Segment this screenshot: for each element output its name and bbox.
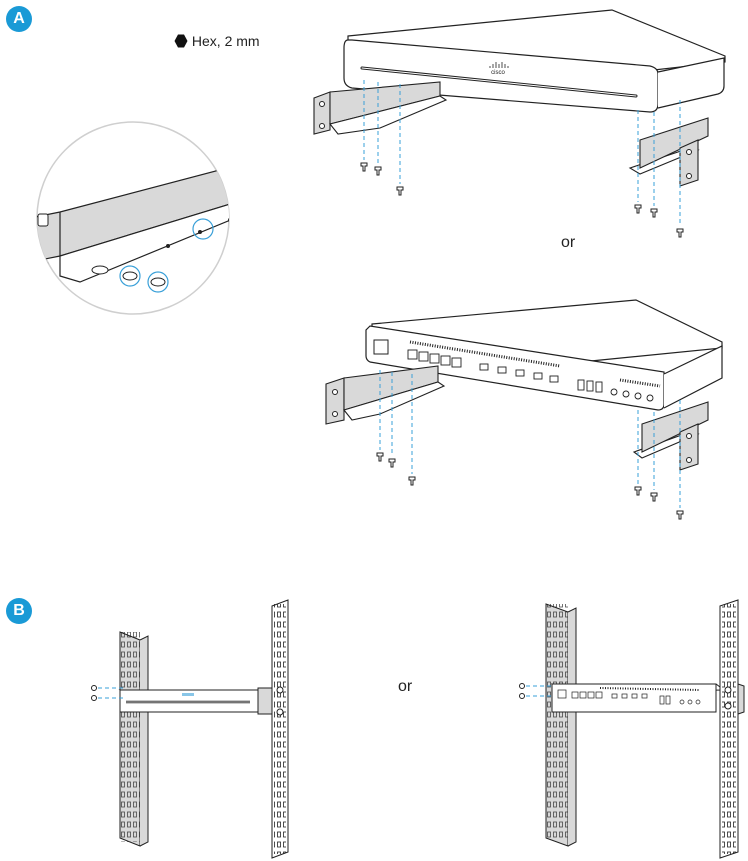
rack-left-assembly xyxy=(120,600,288,858)
or-label-b: or xyxy=(398,678,412,696)
hex-tool-text: Hex, 2 mm xyxy=(192,33,260,49)
hex-icon xyxy=(174,34,188,51)
bracket-right-top xyxy=(630,118,708,186)
bracket-left-bottom xyxy=(326,366,444,424)
rack-right-screws xyxy=(520,684,525,699)
detail-magnifier xyxy=(30,122,250,314)
cisco-logo: cisco xyxy=(491,70,505,76)
or-label-a: or xyxy=(561,234,575,252)
bracket-left-top xyxy=(314,82,446,134)
screws-bottom xyxy=(377,453,683,519)
rack-left-screws xyxy=(92,686,97,701)
bracket-right-bottom xyxy=(634,402,708,470)
screws-top xyxy=(361,163,683,237)
section-b-badge: B xyxy=(6,598,32,624)
rack-right-assembly xyxy=(546,600,744,858)
hex-tool-label: Hex, 2 mm xyxy=(174,33,260,51)
section-a-badge: A xyxy=(6,6,32,32)
